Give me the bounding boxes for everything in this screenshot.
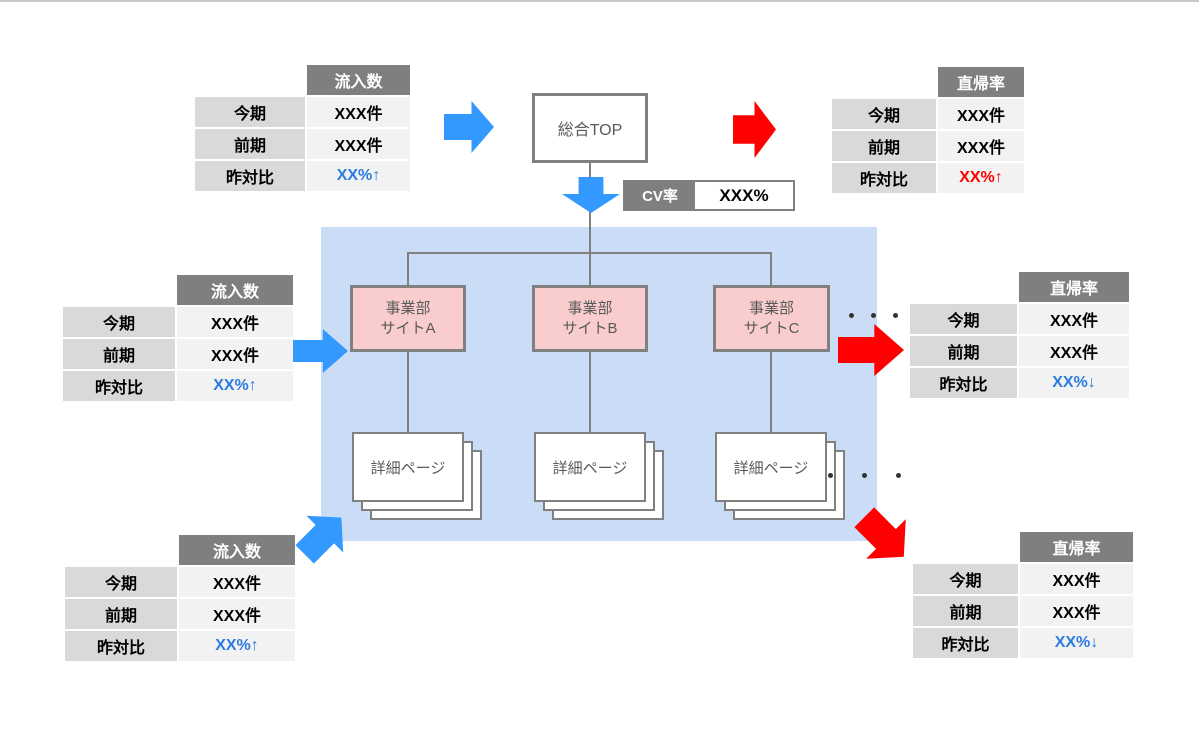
table-metric-header: 直帰率	[1019, 272, 1129, 302]
node-top-page: 総合TOP	[532, 93, 648, 163]
inflow-arrow-bottom-icon	[286, 499, 360, 573]
node-site-c: 事業部 サイトC	[713, 285, 830, 352]
detail-pages-a-label: 詳細ページ	[370, 459, 446, 477]
row-label: 前期	[910, 336, 1017, 366]
row-change-value: XX%↓	[1019, 368, 1129, 398]
node-site-b: 事業部 サイトB	[532, 285, 648, 352]
node-site-c-line1: 事業部	[748, 300, 794, 317]
more-pages-ellipsis	[828, 473, 901, 478]
row-label: 今期	[913, 564, 1018, 594]
row-label: 昨対比	[195, 161, 305, 191]
row-value: XXX件	[307, 129, 410, 159]
row-label: 昨対比	[832, 163, 936, 193]
table-metric-header: 流入数	[177, 275, 293, 305]
table-bounce-top: 直帰率 今期 XXX件 前期 XXX件 昨対比 XX%↑	[832, 67, 1024, 193]
row-value: XXX件	[1020, 564, 1133, 594]
row-label: 前期	[195, 129, 305, 159]
table-bounce-bottom: 直帰率 今期 XXX件 前期 XXX件 昨対比 XX%↓	[913, 532, 1133, 658]
node-site-b-line2: サイトB	[562, 319, 618, 337]
detail-pages-b: 詳細ページ	[534, 432, 646, 502]
cv-rate-label: CV率	[625, 182, 695, 209]
detail-pages-b-label: 詳細ページ	[552, 459, 628, 477]
row-label: 前期	[63, 339, 175, 369]
row-change-value: XX%↑	[177, 371, 293, 401]
table-metric-header: 流入数	[307, 65, 410, 95]
detail-pages-c: 詳細ページ	[715, 432, 827, 502]
node-site-a: 事業部 サイトA	[350, 285, 466, 352]
connector-stub-site-b	[589, 252, 591, 285]
row-label: 今期	[63, 307, 175, 337]
row-label: 今期	[832, 99, 936, 129]
table-metric-header: 直帰率	[1020, 532, 1133, 562]
connector-site-a-pages	[407, 350, 409, 432]
row-label: 前期	[65, 599, 177, 629]
row-label: 昨対比	[913, 628, 1018, 658]
row-value: XXX件	[1020, 596, 1133, 626]
node-site-a-line1: 事業部	[385, 300, 431, 317]
row-label: 今期	[65, 567, 177, 597]
row-change-value: XX%↑	[938, 163, 1024, 193]
detail-pages-c-label: 詳細ページ	[733, 459, 809, 477]
row-label: 昨対比	[65, 631, 177, 661]
table-metric-header: 直帰率	[938, 67, 1024, 97]
row-value: XXX件	[938, 131, 1024, 161]
bounce-arrow-top-icon	[733, 101, 776, 158]
connector-stub-site-c	[770, 252, 772, 285]
cv-rate-value: XXX%	[695, 182, 793, 209]
table-inflow-bottom: 流入数 今期 XXX件 前期 XXX件 昨対比 XX%↑	[65, 535, 295, 661]
detail-pages-a: 詳細ページ	[352, 432, 464, 502]
row-value: XXX件	[1019, 304, 1129, 334]
node-site-c-line2: サイトC	[743, 319, 800, 337]
bounce-arrow-mid-icon	[838, 324, 904, 376]
node-site-a-line2: サイトA	[380, 319, 436, 337]
inflow-arrow-top-icon	[444, 101, 494, 153]
connector-stub-site-a	[407, 252, 409, 285]
connector-site-b-pages	[589, 350, 591, 432]
connector-site-c-pages	[770, 350, 772, 432]
table-inflow-top: 流入数 今期 XXX件 前期 XXX件 昨対比 XX%↑	[195, 65, 410, 191]
row-label: 昨対比	[63, 371, 175, 401]
row-value: XXX件	[177, 307, 293, 337]
row-value: XXX件	[307, 97, 410, 127]
cv-rate-box: CV率 XXX%	[623, 180, 795, 211]
inflow-arrow-mid-icon	[292, 329, 348, 373]
row-label: 昨対比	[910, 368, 1017, 398]
more-sites-ellipsis	[849, 313, 898, 318]
slide-top-border	[0, 0, 1199, 2]
row-change-value: XX%↑	[179, 631, 295, 661]
row-label: 今期	[195, 97, 305, 127]
row-change-value: XX%↑	[307, 161, 410, 191]
row-label: 前期	[913, 596, 1018, 626]
node-top-page-label: 総合TOP	[557, 122, 623, 139]
row-label: 前期	[832, 131, 936, 161]
table-metric-header: 流入数	[179, 535, 295, 565]
row-label: 今期	[910, 304, 1017, 334]
cv-down-arrow-icon	[562, 177, 620, 213]
row-value: XXX件	[179, 567, 295, 597]
bounce-arrow-bottom-icon	[844, 497, 923, 576]
row-change-value: XX%↓	[1020, 628, 1133, 658]
row-value: XXX件	[177, 339, 293, 369]
node-site-b-line1: 事業部	[567, 300, 613, 317]
row-value: XXX件	[938, 99, 1024, 129]
table-bounce-mid: 直帰率 今期 XXX件 前期 XXX件 昨対比 XX%↓	[910, 272, 1129, 398]
row-value: XXX件	[1019, 336, 1129, 366]
table-inflow-mid: 流入数 今期 XXX件 前期 XXX件 昨対比 XX%↑	[63, 275, 293, 401]
row-value: XXX件	[179, 599, 295, 629]
